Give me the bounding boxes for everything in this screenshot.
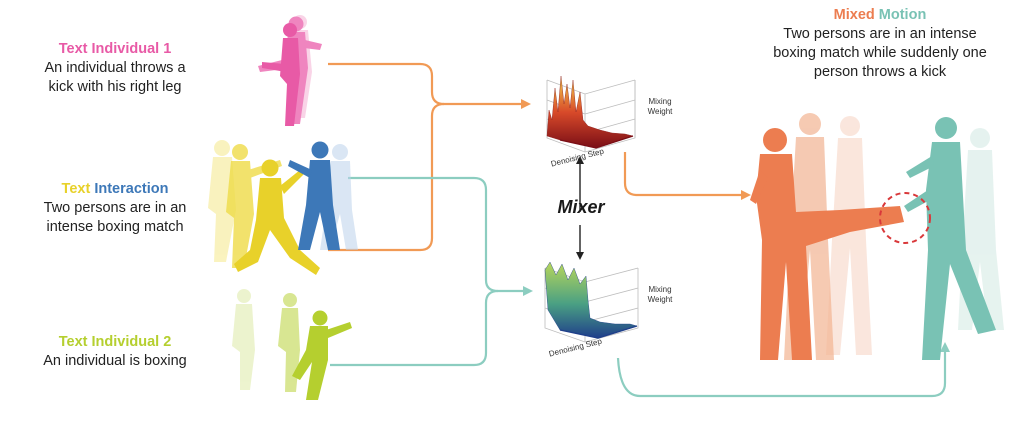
plot-bottom-surface xyxy=(544,261,638,339)
individual1-line2: kick with his right leg xyxy=(48,79,182,95)
plot-top-x-axis-label: Denoising Step xyxy=(550,147,605,169)
mixed-line2: boxing match while suddenly one xyxy=(773,45,987,61)
plot-top-z-axis-label-line2: Weight xyxy=(648,107,674,116)
individual1-label: Text Individual 1 An individual throws a… xyxy=(20,40,210,97)
mixing-weight-plot-bottom xyxy=(544,261,639,343)
individual1-line1: An individual throws a xyxy=(44,60,186,76)
impact-highlight-circle xyxy=(879,192,931,244)
connector-individual1-to-top-plot xyxy=(328,62,531,252)
mixing-weight-plot-top xyxy=(546,75,636,153)
mixed-head-mixed: Mixed xyxy=(833,7,875,23)
kicking-person-figure xyxy=(258,15,322,126)
mixed-line1: Two persons are in an intense xyxy=(783,26,977,42)
mixed-line3: person throws a kick xyxy=(813,64,947,80)
connector-top-plot-to-mixed xyxy=(623,152,751,200)
plot-bottom-x-axis-label: Denoising Step xyxy=(548,337,603,359)
plot-bottom-z-axis-label-line2: Weight xyxy=(648,295,674,304)
individual1-head-text: Text xyxy=(58,41,88,57)
individual2-head-text: Text xyxy=(58,334,88,350)
interaction-line2: intense boxing match xyxy=(46,219,184,235)
interaction-head-text: Text xyxy=(61,181,91,197)
boxing-pair-figure xyxy=(208,140,358,275)
mixer-label: Mixer xyxy=(557,197,605,217)
plot-bottom-z-axis-label-line1: Mixing xyxy=(648,285,671,294)
connector-bottom-plot-to-mixed xyxy=(616,342,950,398)
interaction-head-label: Interaction xyxy=(94,181,169,197)
individual1-head-label: Individual 1 xyxy=(91,41,172,57)
plot-top-z-axis-label-line1: Mixing xyxy=(648,97,671,106)
mixed-motion-label: Mixed Motion Two persons are in an inten… xyxy=(745,6,1015,82)
plot-top-surface xyxy=(546,75,634,149)
individual2-label: Text Individual 2 An individual is boxin… xyxy=(20,333,210,371)
individual2-head-label: Individual 2 xyxy=(91,334,172,350)
interaction-line1: Two persons are in an xyxy=(43,200,187,216)
boxing-person-figure xyxy=(232,289,352,400)
mixed-motion-figure xyxy=(750,113,1004,360)
interaction-label: Text Interaction Two persons are in an i… xyxy=(20,180,210,237)
connector-interaction-to-bottom-plot xyxy=(330,176,533,367)
mixed-head-motion: Motion xyxy=(878,7,927,23)
individual2-line1: An individual is boxing xyxy=(43,353,187,369)
